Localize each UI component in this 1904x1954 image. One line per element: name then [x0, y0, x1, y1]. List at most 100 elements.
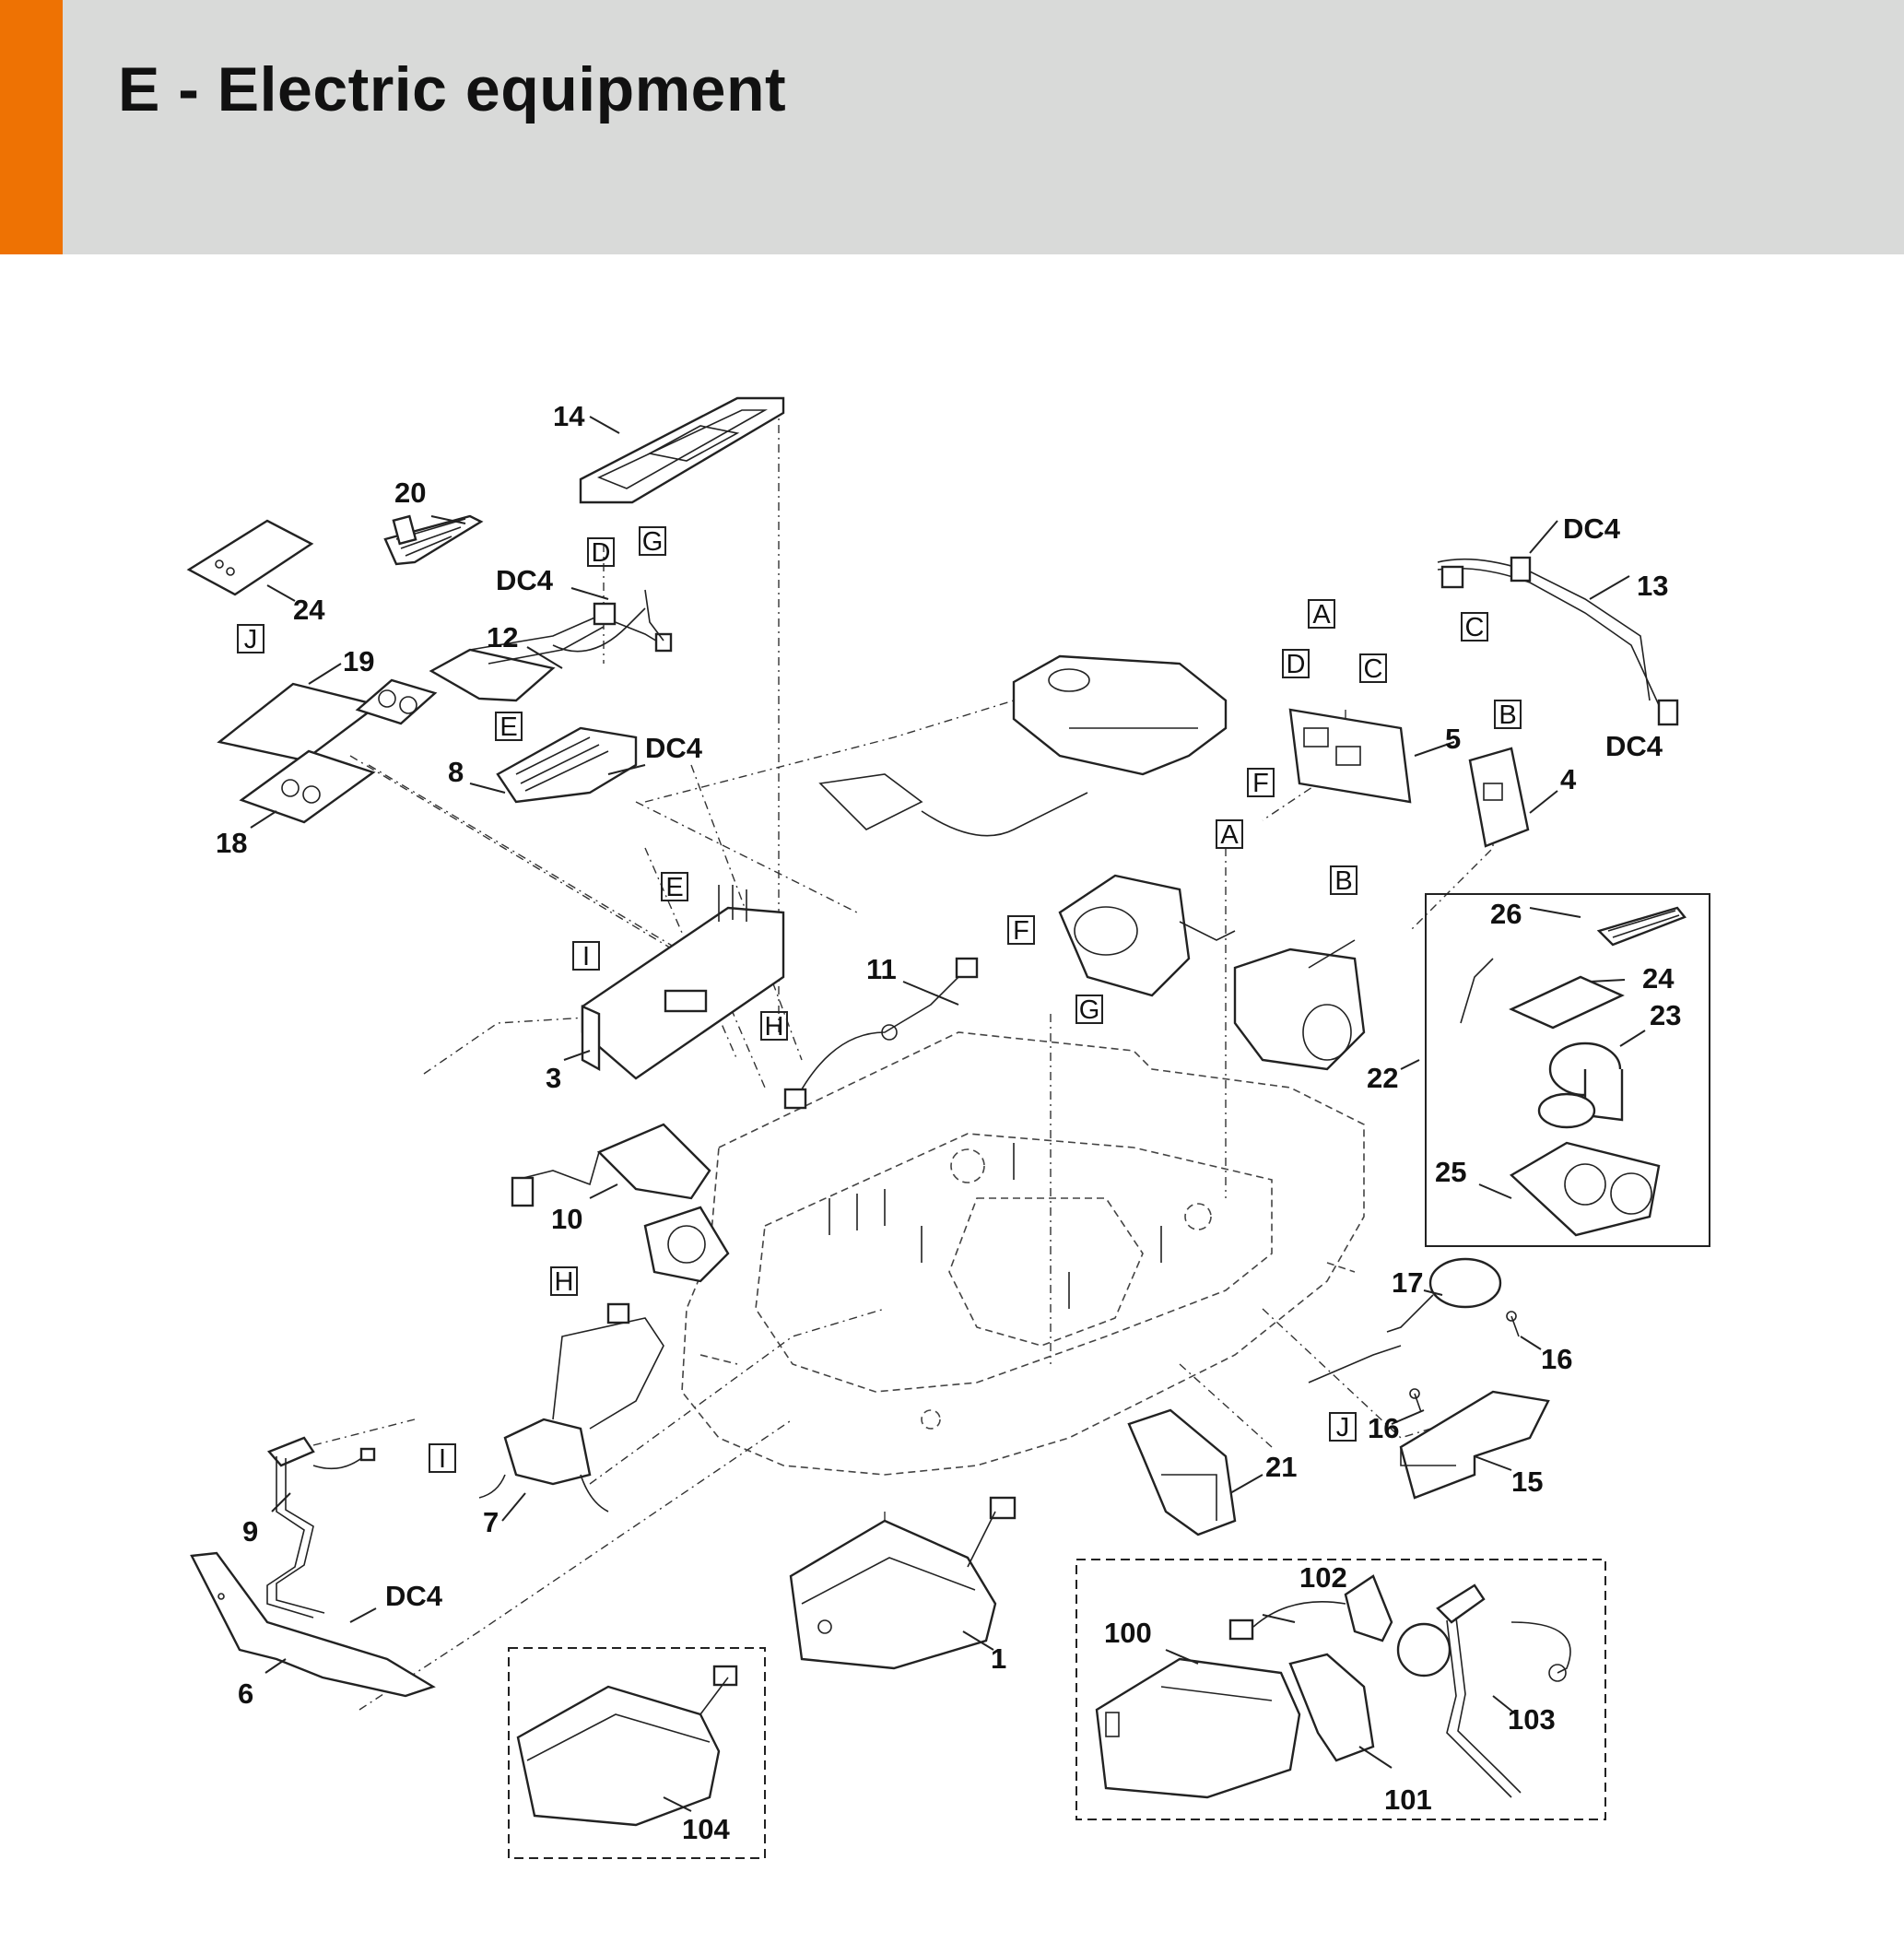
callout-21: 21 [1265, 1451, 1297, 1483]
svg-text:D: D [592, 538, 611, 568]
ref-marker-e-bracket: E [661, 872, 688, 902]
callout-8: 8 [448, 756, 464, 788]
callout-4: 4 [1560, 763, 1577, 795]
ref-marker-g-chassis: G [1075, 995, 1103, 1025]
callout-104: 104 [682, 1813, 730, 1845]
part-25-mount-plate [1509, 1141, 1661, 1237]
dc4-label-harness-13-bottom: DC4 [1605, 730, 1663, 762]
part-101-holder [1288, 1653, 1375, 1762]
callout-13: 13 [1637, 570, 1668, 602]
svg-text:J: J [1336, 1413, 1350, 1442]
ref-marker-f-board: F [1247, 768, 1275, 798]
kit-104-frame [508, 1647, 766, 1859]
part-103-ribbon [1436, 1583, 1571, 1798]
callout-16-left: 16 [1368, 1412, 1399, 1444]
svg-text:I: I [582, 942, 590, 971]
header-band [0, 0, 1904, 254]
ref-marker-d-board: D [1282, 649, 1310, 679]
callout-25: 25 [1435, 1156, 1466, 1188]
svg-text:C: C [1465, 613, 1485, 642]
ref-marker-a-board: A [1308, 599, 1335, 630]
part-100-battery-pack [1095, 1657, 1301, 1799]
ref-marker-j-sensor: J [1329, 1412, 1357, 1442]
part-24-board-kit [1460, 958, 1625, 1030]
callout-3: 3 [546, 1062, 561, 1094]
part-4-control-board [1468, 747, 1530, 848]
callout-5: 5 [1445, 723, 1461, 755]
svg-text:I: I [439, 1444, 446, 1474]
part-21-holder [1127, 1408, 1237, 1536]
ref-marker-g-top: G [639, 526, 666, 557]
callout-12: 12 [487, 621, 518, 653]
callout-24-top-left: 24 [293, 594, 325, 626]
part-7-holder [478, 1302, 664, 1513]
svg-text:F: F [1252, 769, 1269, 798]
part-13-harness [1437, 556, 1679, 726]
part-6-sensor-plate [190, 1551, 436, 1698]
callout-100: 100 [1104, 1617, 1152, 1649]
svg-text:H: H [555, 1267, 574, 1297]
ref-marker-j-left: J [237, 624, 264, 654]
part-18-base-plate [239, 749, 376, 824]
svg-text:A: A [1220, 820, 1239, 850]
ref-marker-b-board: B [1494, 700, 1522, 730]
svg-text:C: C [1364, 654, 1383, 684]
ref-marker-b-motor: B [1330, 865, 1357, 896]
page-title: E - Electric equipment [118, 54, 787, 124]
orange-accent-bar [0, 0, 63, 254]
callout-14: 14 [553, 400, 585, 432]
callout-26: 26 [1490, 898, 1522, 930]
part-11-sensor-cable [783, 957, 979, 1110]
svg-text:J: J [244, 625, 258, 654]
svg-text:F: F [1013, 916, 1029, 946]
svg-text:G: G [642, 527, 664, 557]
leader-lines [250, 416, 1660, 1812]
part-23-motor [1537, 1042, 1624, 1129]
connection-reference-markers: D G J E E I H F G A B A D C F C B H I J [237, 526, 1522, 1474]
part-number-callouts: 14 20 24 12 19 18 8 3 11 10 7 9 6 1 5 4 … [216, 400, 1681, 1845]
svg-text:D: D [1287, 650, 1306, 679]
kit-22-frame [1425, 893, 1710, 1247]
ref-marker-d-top: D [587, 537, 615, 568]
dc4-label-harness-13-top: DC4 [1563, 512, 1621, 545]
svg-text:B: B [1334, 866, 1352, 896]
callout-9: 9 [242, 1515, 258, 1548]
callout-102: 102 [1299, 1561, 1347, 1594]
callout-6: 6 [238, 1677, 253, 1710]
svg-text:A: A [1312, 600, 1331, 630]
svg-text:B: B [1499, 700, 1516, 730]
part-9-ribbon [266, 1436, 376, 1619]
ref-marker-i-ribbon: I [429, 1443, 456, 1474]
drive-motor-right [1233, 939, 1366, 1071]
ref-marker-i-bracket: I [572, 941, 600, 971]
ref-marker-e-harness: E [495, 712, 523, 742]
part-104-battery [516, 1665, 738, 1827]
part-24-circuit-board [186, 519, 314, 596]
part-1-battery [789, 1496, 1017, 1670]
ref-marker-h-holder: H [550, 1266, 578, 1297]
callout-18: 18 [216, 827, 247, 859]
callout-103: 103 [1508, 1703, 1556, 1736]
ref-marker-f-cable: F [1007, 915, 1035, 946]
callout-20: 20 [394, 477, 426, 509]
part-3-bracket [581, 885, 785, 1080]
part-16-screws [1308, 1311, 1520, 1413]
callout-11: 11 [866, 953, 897, 985]
svg-text:G: G [1079, 995, 1100, 1025]
part-5-main-board [1288, 708, 1412, 804]
mower-chassis [681, 1031, 1365, 1476]
callout-24-kit: 24 [1642, 962, 1675, 995]
ref-marker-c-harness: C [1461, 612, 1488, 642]
ref-marker-h-bracket: H [760, 1011, 788, 1042]
ref-marker-a-motor: A [1216, 819, 1243, 850]
part-8-flat-cable [496, 726, 638, 804]
part-26-ribbon [1596, 906, 1687, 947]
callout-16-right: 16 [1541, 1343, 1572, 1375]
callout-7: 7 [483, 1506, 499, 1538]
dc4-label-cable-8: DC4 [645, 732, 703, 764]
callout-23: 23 [1650, 999, 1681, 1031]
drive-motor-left [1058, 874, 1236, 997]
dc4-label-ribbon-9: DC4 [385, 1580, 443, 1612]
part-10-motor-mount [511, 1123, 730, 1283]
kit-100-103-frame [1075, 1559, 1606, 1820]
